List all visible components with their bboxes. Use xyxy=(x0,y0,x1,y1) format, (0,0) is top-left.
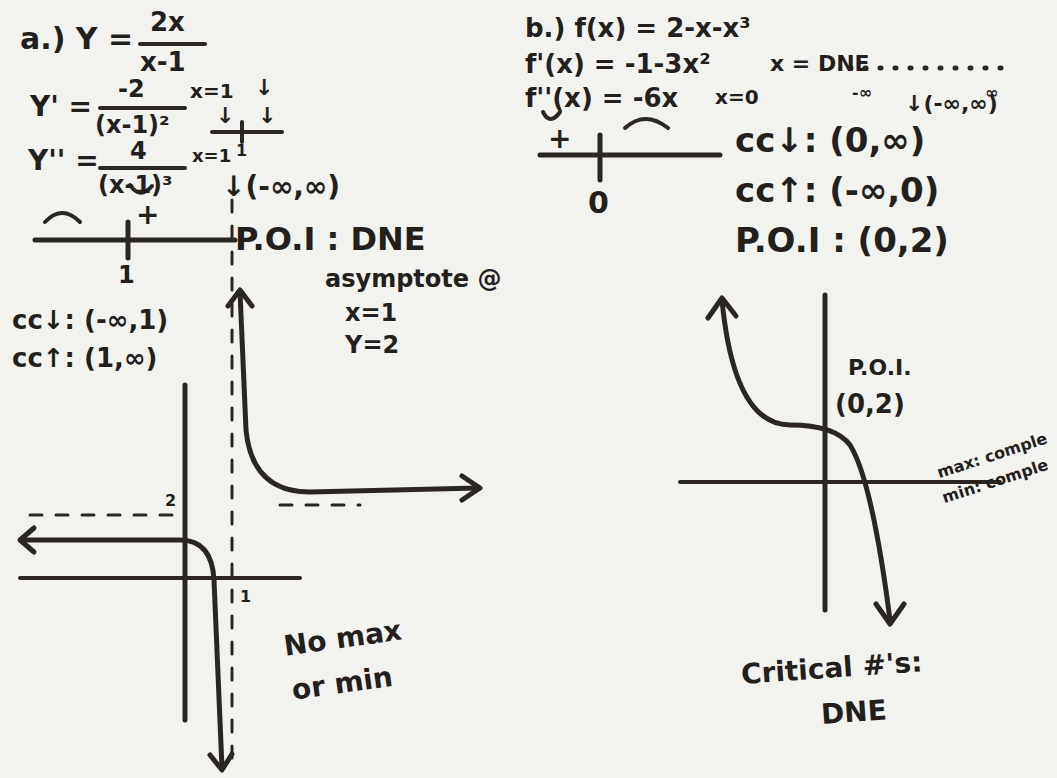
handwritten-note: cc↓: (-∞,1) xyxy=(12,306,168,335)
handwritten-note: b.) f(x) = 2-x-x³ xyxy=(525,14,751,43)
handwritten-note: P.O.I : DNE xyxy=(235,222,426,257)
handwritten-note: ↓(-∞,∞) xyxy=(905,92,998,116)
handwritten-note: x=1 xyxy=(345,300,397,326)
handwritten-note: x-1 xyxy=(140,48,186,77)
handwritten-note: x=0 xyxy=(715,86,759,108)
handwritten-note: ↓ xyxy=(258,104,276,128)
handwritten-note: + xyxy=(136,200,159,231)
handwritten-note: DNE xyxy=(820,695,888,730)
handwritten-note: ↓ xyxy=(255,76,273,100)
handwritten-note: 1 xyxy=(118,262,135,288)
handwritten-note: P.O.I : (0,2) xyxy=(735,222,949,259)
handwritten-note: -2 xyxy=(118,76,145,102)
handwritten-note: Y' = xyxy=(30,92,92,123)
handwritten-note: cc↓: (0,∞) xyxy=(735,122,925,159)
handwritten-note: f'(x) = -1-3x² xyxy=(525,50,711,79)
handwritten-note: x=1 xyxy=(192,146,231,166)
handwritten-note: 2x xyxy=(150,8,185,37)
handwritten-note: asymptote @ xyxy=(325,266,501,292)
handwritten-note: ↓ xyxy=(216,104,234,128)
handwritten-note: 1 xyxy=(240,588,251,606)
handwritten-note: 1 xyxy=(236,142,247,160)
handwritten-note: 2 xyxy=(165,492,176,510)
handwritten-note: (x-1)² xyxy=(95,112,170,138)
handwritten-note: Critical #'s: xyxy=(740,647,923,690)
handwritten-note: cc↑: (1,∞) xyxy=(12,344,157,373)
handwritten-note: (0,2) xyxy=(835,390,905,419)
handwritten-note: Y'' = xyxy=(28,146,99,177)
handwritten-note: or min xyxy=(290,662,395,707)
handwritten-note: -∞ xyxy=(852,84,872,102)
handwritten-note: x = DNE xyxy=(770,52,870,76)
handwritten-note: ↓(-∞,∞) xyxy=(222,172,340,203)
handwritten-note: 0 xyxy=(588,186,609,219)
handwritten-note: a.) Y = xyxy=(20,22,133,55)
handwritten-note: P.O.I. xyxy=(848,356,912,380)
handwritten-note: Y=2 xyxy=(345,332,399,358)
handwritten-note: (x-1)³ xyxy=(98,172,173,198)
handwritten-note: cc↑: (-∞,0) xyxy=(735,172,939,209)
handwritten-note: f''(x) = -6x xyxy=(525,84,678,113)
handwritten-note: + xyxy=(548,124,571,155)
handwritten-note: No max xyxy=(282,615,404,662)
handwritten-note: 4 xyxy=(130,138,147,164)
handwritten-note: x=1 xyxy=(190,80,234,102)
